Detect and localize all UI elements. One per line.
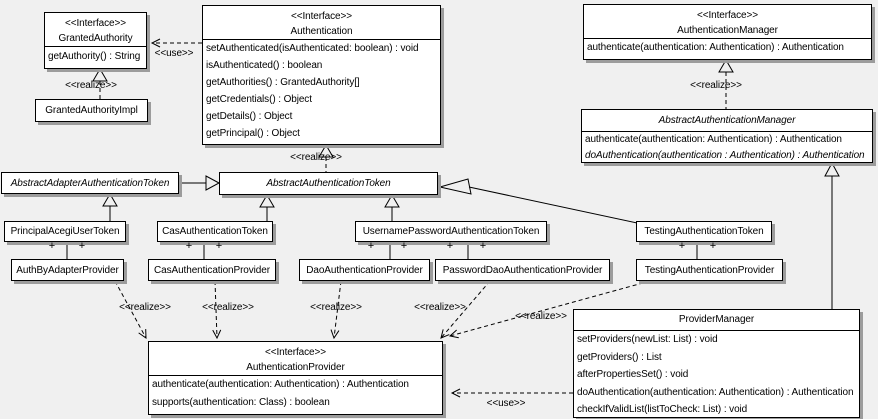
class-authentication-provider: <<Interface>> AuthenticationProvider aut… <box>148 341 443 415</box>
class-password-dao-authentication-provider: PasswordDaoAuthenticationProvider <box>435 259 610 281</box>
methods-compartment: setAuthenticated(isAuthenticated: boolea… <box>203 40 440 142</box>
class-abstract-authentication-token: AbstractAuthenticationToken <box>219 172 438 195</box>
method-label: setProviders(newList: List) : void <box>577 334 718 345</box>
interface-stereotype-label: <<Interface>> <box>65 18 126 29</box>
interface-stereotype-label: <<Interface>> <box>265 347 326 358</box>
generalization-edge-usernamepasswordtoken-abstracttoken <box>384 194 400 221</box>
class-testing-authentication-token: TestingAuthenticationToken <box>636 221 772 242</box>
method-label: getPrincipal() : Object <box>206 128 300 139</box>
class-title: AbstractAuthenticationManager <box>582 110 872 132</box>
association-plus-label: + <box>479 240 487 252</box>
class-title: <<Interface>> AuthenticationProvider <box>149 342 442 376</box>
class-name-label: AuthByAdapterProvider <box>16 264 119 276</box>
method-label: doAuthentication(authentication : Authen… <box>585 150 865 161</box>
methods-compartment: setProviders(newList: List) : void getPro… <box>574 331 859 419</box>
association-plus-label: + <box>367 240 375 252</box>
methods-compartment: authenticate(authentication: Authenticat… <box>584 39 871 57</box>
method-label: getDetails() : Object <box>206 111 293 122</box>
methods-compartment: getAuthority() : String <box>45 47 146 66</box>
method-label: checkIfValidList(listToCheck: List) : vo… <box>577 404 748 415</box>
class-name-label: TestingAuthenticationProvider <box>644 264 775 276</box>
class-name-label: UsernamePasswordAuthenticationToken <box>362 226 540 237</box>
realize-stereotype-label: <<realize>> <box>119 302 171 313</box>
method-label: isAuthenticated() : boolean <box>206 60 323 71</box>
class-name-label: TestingAuthenticationToken <box>644 226 764 237</box>
methods-compartment: authenticate(authentication: Authenticat… <box>149 376 442 412</box>
method-label: getAuthority() : String <box>48 51 141 62</box>
class-abstract-adapter-authentication-token: AbstractAdapterAuthenticationToken <box>1 172 179 194</box>
realize-stereotype-label: <<realize>> <box>202 302 254 313</box>
generalization-edge-testingtoken-abstracttoken <box>439 178 638 224</box>
class-name-label: AuthenticationProvider <box>246 362 345 373</box>
class-name-label: PrincipalAcegiUserToken <box>10 226 120 237</box>
method-label: setAuthenticated(isAuthenticated: boolea… <box>206 43 419 54</box>
class-name-label: Authentication <box>290 26 353 37</box>
method-label: authenticate(authentication: Authenticat… <box>585 134 842 145</box>
class-cas-authentication-provider: CasAuthenticationProvider <box>148 259 276 281</box>
methods-compartment: authenticate(authentication: Authenticat… <box>582 132 872 162</box>
association-plus-label: + <box>48 240 56 252</box>
interface-stereotype-label: <<Interface>> <box>291 11 352 22</box>
class-name-label: AbstractAuthenticationToken <box>266 178 391 189</box>
class-name-label: ProviderManager <box>678 314 755 325</box>
realize-stereotype-label: <<realize>> <box>310 302 362 313</box>
method-label: getAuthorities() : GrantedAuthority[] <box>206 77 360 88</box>
class-title: <<Interface>> GrantedAuthority <box>45 13 146 47</box>
method-label: getCredentials() : Object <box>206 94 312 105</box>
class-provider-manager: ProviderManager setProviders(newList: Li… <box>573 309 860 418</box>
association-plus-label: + <box>215 240 223 252</box>
class-authentication: <<Interface>> Authentication setAuthenti… <box>202 5 441 145</box>
class-abstract-authentication-manager: AbstractAuthenticationManager authentica… <box>581 109 873 163</box>
class-title: ProviderManager <box>574 310 859 331</box>
class-name-label: DaoAuthenticationProvider <box>306 264 423 276</box>
use-stereotype-label: <<use>> <box>154 48 194 59</box>
generalization-edge-principaltoken-abstractadaptertoken <box>102 193 118 221</box>
realize-stereotype-label: <<realize>> <box>290 152 342 163</box>
class-title: <<Interface>> Authentication <box>203 6 440 40</box>
use-stereotype-label: <<use>> <box>486 398 526 409</box>
class-auth-by-adapter-provider: AuthByAdapterProvider <box>11 259 124 281</box>
generalization-edge-castoken-abstracttoken <box>259 194 275 221</box>
class-principal-acegi-user-token: PrincipalAcegiUserToken <box>4 221 126 242</box>
class-name-label: AuthenticationManager <box>677 25 778 36</box>
realize-stereotype-label: <<realize>> <box>690 80 742 91</box>
class-granted-authority: <<Interface>> GrantedAuthority getAuthor… <box>44 12 147 69</box>
method-label: doAuthentication(authentication: Authent… <box>577 386 854 398</box>
class-title: <<Interface>> AuthenticationManager <box>584 5 871 39</box>
realize-stereotype-label: <<realize>> <box>65 80 117 91</box>
association-plus-label: + <box>446 240 454 252</box>
class-name-label: CasAuthenticationToken <box>162 226 268 237</box>
generalization-edge-providermanager-abstractauthenticationmanager <box>824 161 840 309</box>
method-label: getProviders() : List <box>577 351 662 363</box>
class-username-password-authentication-token: UsernamePasswordAuthenticationToken <box>355 221 547 242</box>
realize-stereotype-label: <<realize>> <box>515 311 567 322</box>
class-granted-authority-impl: GrantedAuthorityImpl <box>35 99 148 122</box>
class-name-label: GrantedAuthorityImpl <box>45 105 138 116</box>
class-cas-authentication-token: CasAuthenticationToken <box>157 221 273 242</box>
class-authentication-manager: <<Interface>> AuthenticationManager auth… <box>583 4 872 60</box>
generalization-edge-abstractadaptertoken-abstracttoken <box>180 175 221 191</box>
method-label: authenticate(authentication: Authenticat… <box>587 42 844 53</box>
class-name-label: CasAuthenticationProvider <box>154 264 270 276</box>
class-name-label: GrantedAuthority <box>58 33 133 44</box>
association-plus-label: + <box>400 240 408 252</box>
class-name-label: AbstractAdapterAuthenticationToken <box>10 177 170 189</box>
method-label: afterPropertiesSet() : void <box>577 369 689 380</box>
class-dao-authentication-provider: DaoAuthenticationProvider <box>299 259 430 281</box>
association-plus-label: + <box>185 240 193 252</box>
association-plus-label: + <box>78 240 86 252</box>
association-plus-label: + <box>678 240 686 252</box>
association-plus-label: + <box>709 240 717 252</box>
interface-stereotype-label: <<Interface>> <box>697 10 758 21</box>
realize-stereotype-label: <<realize>> <box>414 302 466 313</box>
method-label: authenticate(authentication: Authenticat… <box>152 379 409 390</box>
class-testing-authentication-provider: TestingAuthenticationProvider <box>636 259 783 281</box>
method-label: supports(authentication: Class) : boolea… <box>152 397 330 408</box>
class-name-label: AbstractAuthenticationManager <box>658 115 796 126</box>
class-name-label: PasswordDaoAuthenticationProvider <box>442 264 603 276</box>
